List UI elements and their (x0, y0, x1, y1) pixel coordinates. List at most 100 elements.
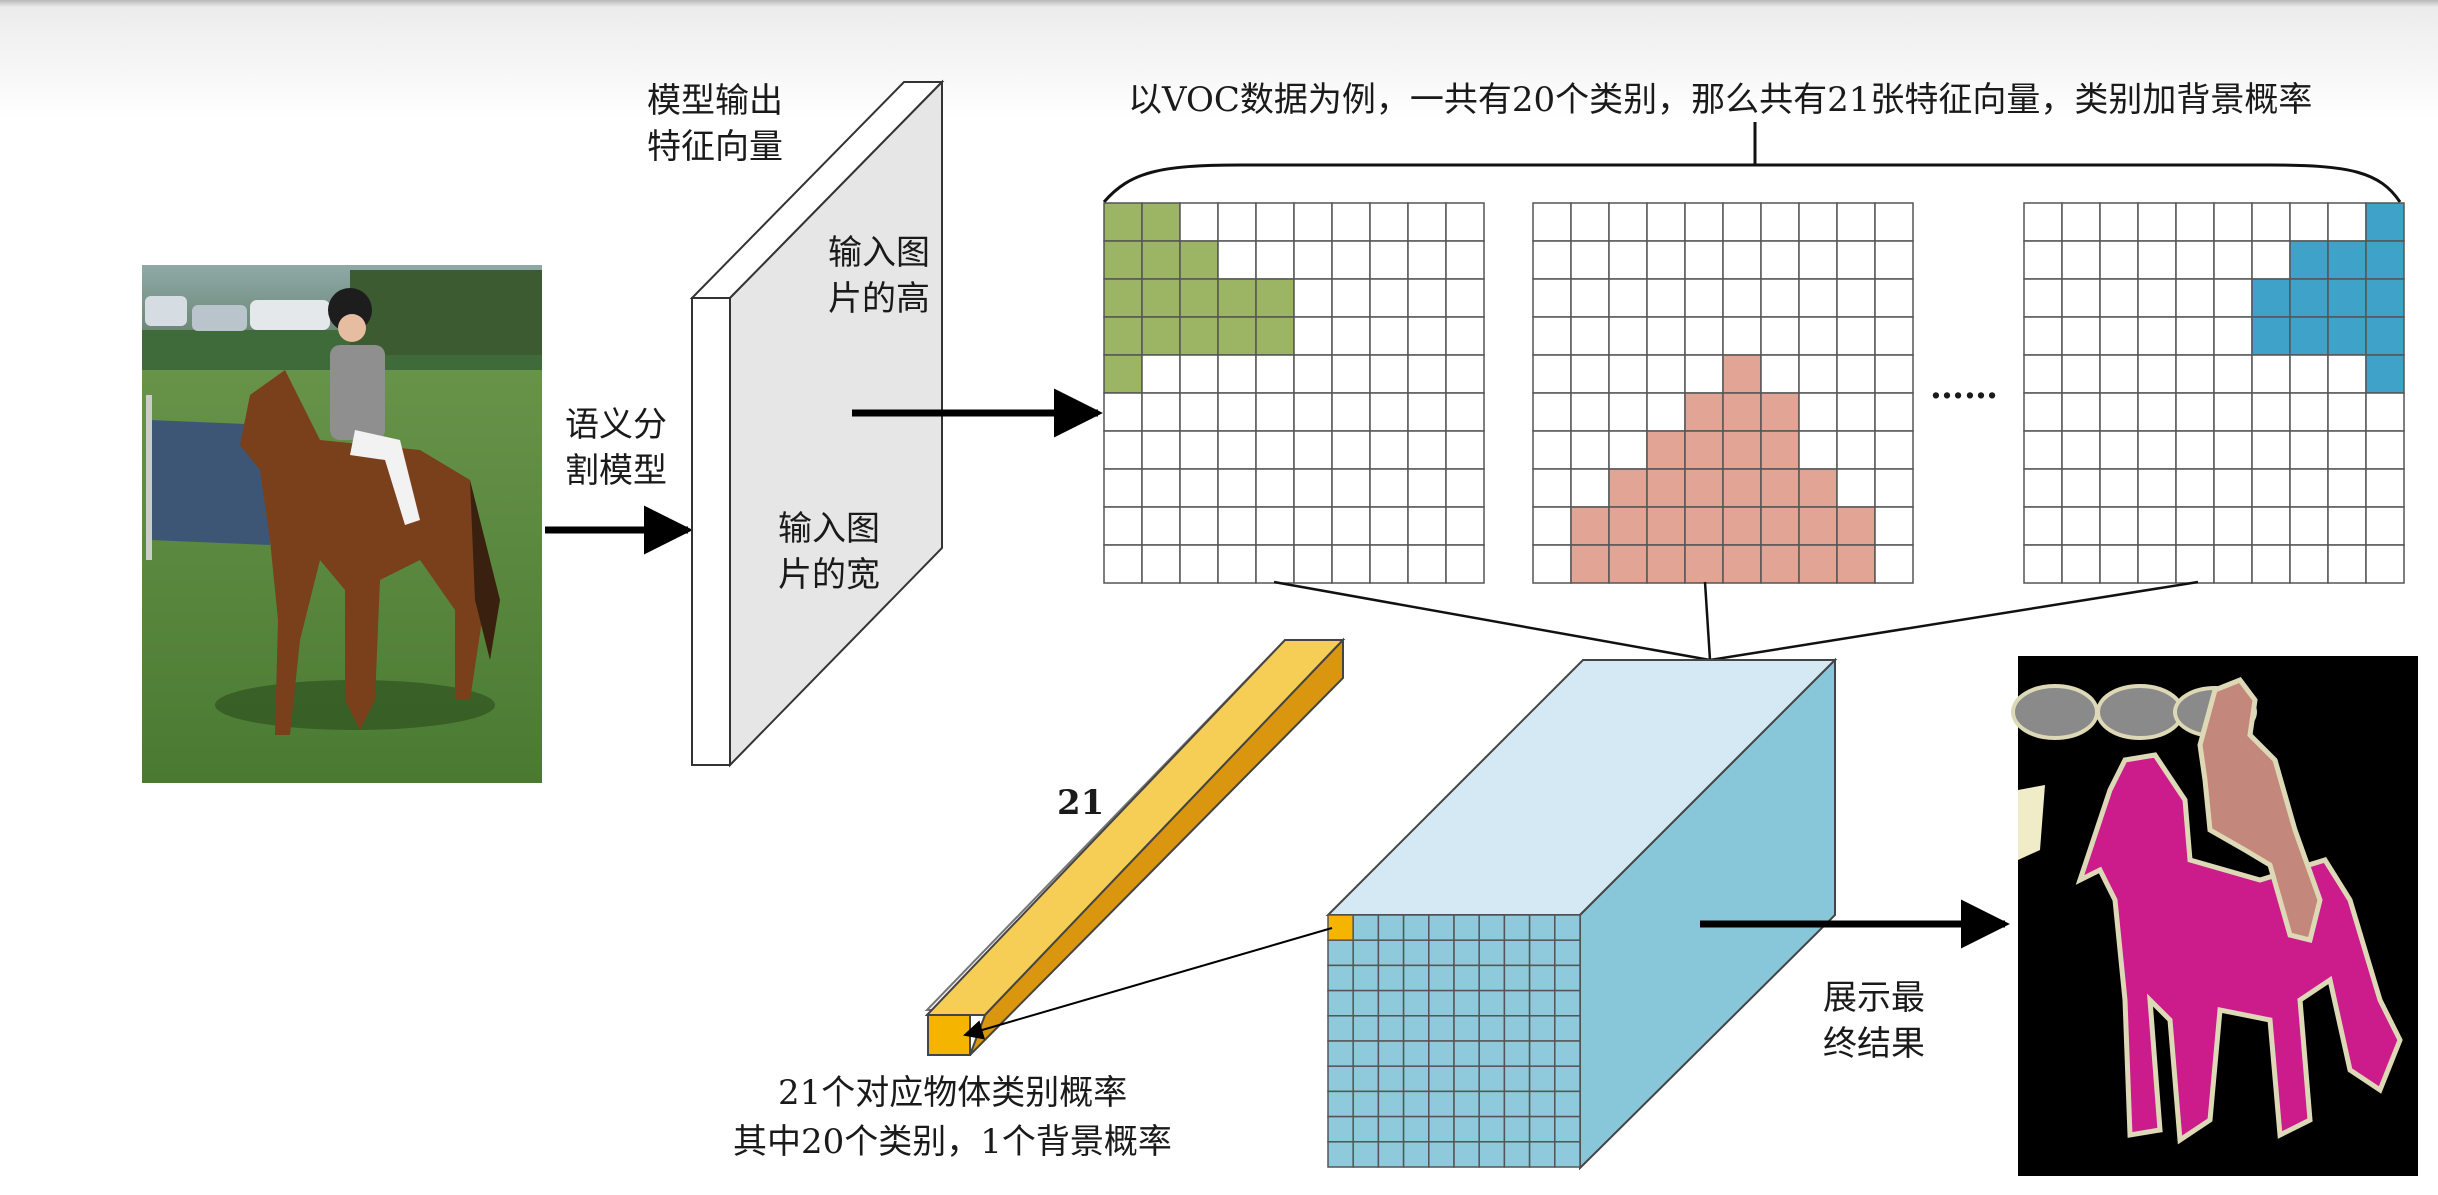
grid-cell (2213, 544, 2253, 584)
grid-cell (1836, 202, 1876, 242)
grid-cell (2175, 278, 2215, 318)
grid-cell (1141, 202, 1181, 242)
grid-cell (2365, 278, 2405, 318)
grid-cell (2365, 544, 2405, 584)
grid-cell (1352, 1141, 1380, 1168)
grid-cell (1407, 506, 1447, 546)
grid-cell (1798, 278, 1838, 318)
grid-cell (1407, 468, 1447, 508)
grid-cell (1798, 506, 1838, 546)
grid-cell (2327, 506, 2367, 546)
grid-cell (1554, 1040, 1581, 1067)
grid-cell (2251, 202, 2291, 242)
grid-cell (1532, 506, 1572, 546)
grid-cell (1554, 1090, 1581, 1118)
grid-cell (2099, 240, 2139, 280)
grid-cell (1369, 354, 1409, 394)
grid-cell (1836, 430, 1876, 470)
grid-cell (1327, 1090, 1354, 1118)
grid-cell (1407, 240, 1447, 280)
grid-cell (1369, 506, 1409, 546)
grid-cell (1798, 202, 1838, 242)
grid-cell (1141, 354, 1181, 394)
grid-cell (1836, 316, 1876, 356)
grid-cell (1352, 914, 1380, 941)
grid-cell (1570, 468, 1610, 508)
grid-cell (1722, 506, 1762, 546)
grid-cell (2099, 430, 2139, 470)
grid-cell (1760, 240, 1800, 280)
grid-cell (2137, 544, 2177, 584)
grid-cell (2327, 430, 2367, 470)
grid-cell (1478, 1090, 1506, 1118)
grid-cell (1874, 240, 1914, 280)
grid-cell (2251, 278, 2291, 318)
grid-cell (1255, 544, 1295, 584)
grid-cell (2099, 278, 2139, 318)
grid-cell (1722, 544, 1762, 584)
grid-cell (2251, 354, 2291, 394)
grid-cell (1402, 1115, 1430, 1143)
grid-cell (2251, 316, 2291, 356)
brace (1102, 122, 2402, 203)
grid-cell (1402, 1065, 1430, 1093)
grid-cell (1503, 989, 1531, 1017)
grid-cell (1255, 316, 1295, 356)
grid-cell (1684, 392, 1724, 432)
grid-cell (2175, 392, 2215, 432)
grid-cell (1331, 316, 1371, 356)
grid-cell (1369, 430, 1409, 470)
grid-cell (2175, 506, 2215, 546)
grid-cell (1352, 1015, 1380, 1042)
grid-cell (1352, 939, 1380, 967)
grid-cell (1646, 278, 1686, 318)
grid-cell (2327, 202, 2367, 242)
grid-cell (1453, 1040, 1480, 1067)
grid-cell (1798, 354, 1838, 394)
feature-map-green (1103, 202, 1485, 584)
grid-cell (2061, 468, 2101, 508)
grid-cell (1369, 202, 1409, 242)
grid-cell (2213, 316, 2253, 356)
grid-cell (1103, 278, 1143, 318)
feature-panel (689, 79, 945, 768)
grid-cell (1528, 939, 1556, 967)
grid-cell (1528, 964, 1556, 992)
grid-cell (1402, 914, 1430, 941)
grid-cell (1760, 392, 1800, 432)
grid-cell (2137, 354, 2177, 394)
grid-cell (1722, 316, 1762, 356)
grid-cell (1798, 544, 1838, 584)
grid-cell (2365, 354, 2405, 394)
arrow-icon (963, 927, 1333, 1040)
grid-cell (1445, 506, 1485, 546)
grid-cell (1141, 430, 1181, 470)
grid-cell (1255, 392, 1295, 432)
grid-cell (1722, 202, 1762, 242)
grid-cell (1103, 544, 1143, 584)
grid-cell (2023, 240, 2063, 280)
grid-cell (1331, 240, 1371, 280)
grid-cell (1293, 506, 1333, 546)
grid-cell (1503, 1040, 1531, 1067)
grid-cell (1608, 240, 1648, 280)
grid-cell (2213, 202, 2253, 242)
grid-cell (1608, 278, 1648, 318)
grid-cell (1179, 202, 1219, 242)
grid-cell (2365, 316, 2405, 356)
grid-cell (2175, 202, 2215, 242)
grid-cell (2061, 544, 2101, 584)
grid-cell (2289, 202, 2329, 242)
grid-cell (1528, 914, 1556, 941)
grid-cell (2327, 316, 2367, 356)
grid-cell (1453, 964, 1480, 992)
grid-cell (1684, 544, 1724, 584)
grid-cell (1722, 240, 1762, 280)
grid-cell (1179, 316, 1219, 356)
grid-cell (1445, 316, 1485, 356)
grid-cell (1327, 1040, 1354, 1067)
grid-cell (1327, 1015, 1354, 1042)
grid-cell (1377, 1090, 1405, 1118)
grid-cell (1352, 964, 1380, 992)
grid-cell (1503, 914, 1531, 941)
